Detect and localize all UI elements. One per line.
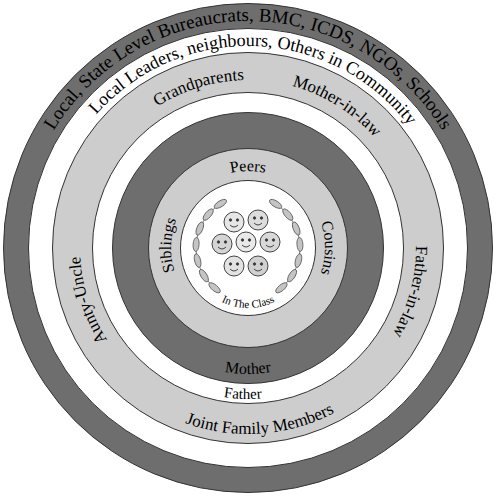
ring-label: Cousins	[318, 219, 339, 278]
ring-label-path: Peers	[228, 157, 267, 176]
ring-band: In The Class	[180, 180, 316, 316]
ring-label: Mother	[224, 358, 272, 377]
ring-label-path: Cousins	[318, 219, 339, 278]
ring-outline	[149, 149, 348, 348]
ring-label: Father	[223, 384, 262, 402]
ring-outline	[113, 113, 384, 384]
ring-outline	[93, 93, 404, 404]
ring-band: GrandparentsMother-in-lawAunty-UncleFath…	[52, 52, 444, 444]
ring-label: Peers	[228, 157, 267, 176]
ring-band: Father Mother PeersSiblings Cousins In The C…	[92, 92, 404, 404]
ring-band: Local, State Level Bureaucrats, BMC, ICD…	[3, 3, 493, 493]
ring-label-path: Joint Family Members	[184, 399, 337, 438]
ring-label-layer: In The Class	[180, 180, 316, 316]
ring-outline	[4, 4, 493, 493]
ring-label-path: Mother	[224, 358, 272, 377]
ring-label-path: Father	[223, 384, 262, 402]
ring-band: Mother PeersSiblings Cousins In The Class	[112, 112, 384, 384]
ring-outline	[181, 181, 316, 316]
ring-label: Joint Family Members	[184, 399, 337, 438]
ring-label: Siblings	[157, 215, 179, 275]
ring-band: PeersSiblings Cousins In The Class	[148, 148, 348, 348]
ring-outline	[29, 29, 468, 468]
ring-band: Local Leaders, neighbours, Others in Com…	[28, 28, 468, 468]
ring-label: In The Class	[220, 293, 275, 310]
ring-outline	[53, 53, 444, 444]
ring-shape	[180, 180, 316, 316]
ring-label-path: In The Class	[220, 293, 275, 310]
ring-label-path: Siblings	[157, 215, 179, 275]
